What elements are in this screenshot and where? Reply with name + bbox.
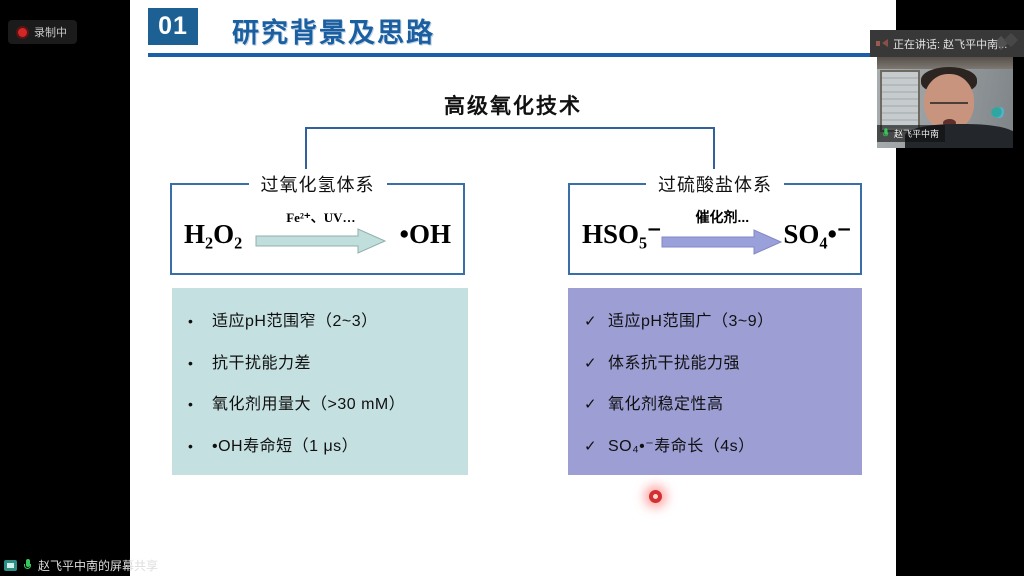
speaking-banner: 正在讲话: 赵飞平中南... [870,30,1024,57]
checkmark-icon: ✓ [584,312,598,330]
persulfate-system-box: 过硫酸盐体系 HSO₅⁻ 催化剂... SO₄•⁻ [568,171,862,275]
list-item-text: •OH寿命短（1 μs） [212,438,359,456]
video-background-window [880,70,920,132]
wall-logo [991,107,1006,118]
list-item: • 适应pH范围窄（2~3） [188,307,462,331]
list-item: ✓ 体系抗干扰能力强 [584,349,856,373]
checkmark-icon: ✓ [584,438,598,456]
hydrogen-peroxide-system-box: 过氧化氢体系 H₂O₂ Fe²⁺、UV… •OH [170,171,465,275]
bullet-icon: • [188,396,194,413]
left-arrow-label: Fe²⁺、UV… [286,210,356,225]
list-item-text: 体系抗干扰能力强 [608,354,741,372]
list-item: ✓ 适应pH范围广（3~9） [584,307,856,331]
left-reactant-formula: H₂O₂ [184,218,243,249]
list-item-text: 抗干扰能力差 [212,354,312,372]
bullet-icon: • [188,354,194,371]
video-background-ceiling [877,57,1013,69]
right-reactant-formula: HSO₅⁻ [582,218,662,249]
right-product-formula: SO₄•⁻ [783,218,852,249]
participant-glasses [930,95,968,104]
list-item-text: 适应pH范围窄（2~3） [212,312,378,330]
section-number-badge: 01 [148,8,198,45]
mic-icon [23,559,32,572]
checkmark-icon: ✓ [584,354,598,372]
participant-video-tile[interactable]: 赵飞平中南 [877,57,1013,148]
checkmark-icon: ✓ [584,396,598,414]
right-system-header: 过硫酸盐体系 [646,171,784,197]
screen-share-icon [4,560,17,571]
right-reaction-arrow: 催化剂... [661,207,783,256]
laser-pointer-dot [649,490,662,503]
purple-arrow-icon [661,228,783,255]
list-item-text: 氧化剂用量大（>30 mM） [212,396,406,414]
recording-label: 录制中 [34,27,67,39]
section-title: 研究背景及思路 [232,18,435,48]
shared-slide: 01 研究背景及思路 高级氧化技术 过氧化氢体系 H₂O₂ Fe²⁺、UV… •… [130,0,896,576]
left-product-formula: •OH [399,218,451,249]
list-item: ✓ 氧化剂稳定性高 [584,390,856,414]
teal-arrow-icon [255,228,387,254]
speaking-banner-text: 正在讲话: 赵飞平中南... [893,38,1008,51]
list-item: • •OH寿命短（1 μs） [188,432,462,456]
participant-mouth [943,119,956,127]
right-arrow-label: 催化剂... [695,208,750,225]
list-item-text: 适应pH范围广（3~9） [608,312,774,330]
bullet-icon: • [188,438,194,455]
record-icon [18,27,27,37]
list-item-text: 氧化剂稳定性高 [608,396,724,414]
mic-icon [882,128,889,138]
list-item: • 氧化剂用量大（>30 mM） [188,390,462,414]
left-reaction-arrow: Fe²⁺、UV… [255,207,387,255]
connector-bracket [305,127,715,169]
list-item-text: SO₄•⁻寿命长（4s） [608,438,755,456]
persulfate-advantages-panel: ✓ 适应pH范围广（3~9） ✓ 体系抗干扰能力强 ✓ 氧化剂稳定性高 ✓ SO… [568,288,862,475]
list-item: • 抗干扰能力差 [188,349,462,373]
recording-indicator: 录制中 [8,20,77,44]
left-system-header: 过氧化氢体系 [248,171,387,197]
peroxide-drawbacks-panel: • 适应pH范围窄（2~3） • 抗干扰能力差 • 氧化剂用量大（>30 mM）… [172,288,468,475]
speaker-icon [876,38,887,49]
share-banner-text: 赵飞平中南的屏幕共享 [38,559,159,573]
list-item: ✓ SO₄•⁻寿命长（4s） [584,432,856,456]
title-underline [148,53,895,57]
screen-share-banner: 赵飞平中南的屏幕共享 [4,557,158,574]
bullet-icon: • [188,312,194,329]
meeting-logo-icon [993,32,1020,52]
slide-main-title: 高级氧化技术 [444,95,582,118]
participant-name-label: 赵飞平中南 [877,125,946,142]
participant-name-text: 赵飞平中南 [894,129,940,139]
